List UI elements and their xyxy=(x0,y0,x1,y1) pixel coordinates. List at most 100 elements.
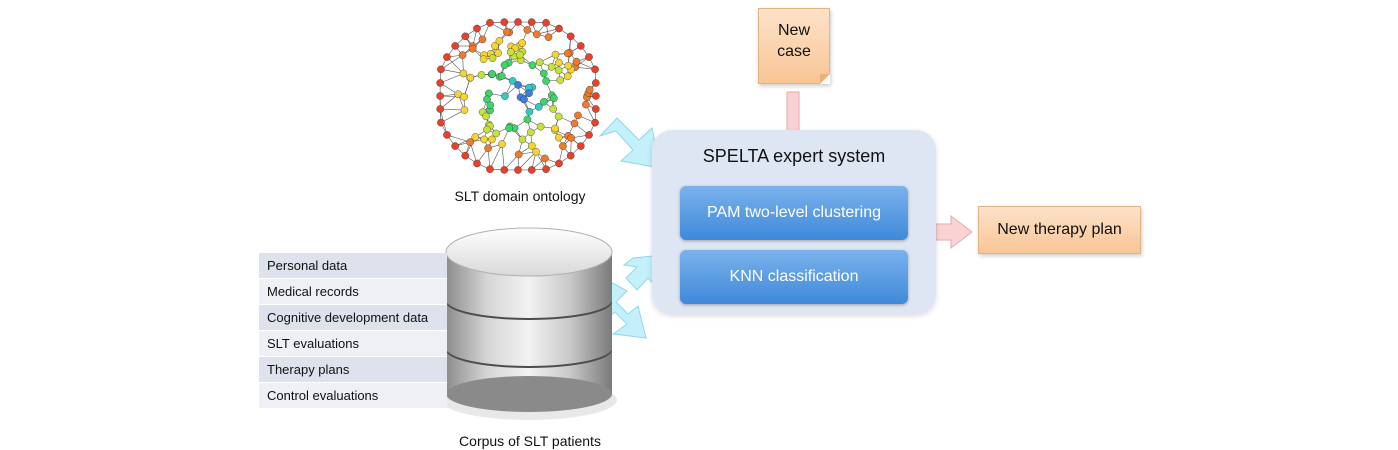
ontology-node xyxy=(523,26,532,34)
ontology-node xyxy=(567,134,576,142)
ontology-node xyxy=(514,166,522,174)
ontology-node xyxy=(585,131,593,139)
ontology-node xyxy=(554,112,563,121)
record-cognitive-development: Cognitive development data xyxy=(259,305,447,331)
new-case-note: New case xyxy=(758,8,830,84)
ontology-node xyxy=(563,49,572,58)
ontology-node xyxy=(459,69,468,78)
network-graph-icon xyxy=(436,18,600,174)
pam-clustering-module: PAM two-level clustering xyxy=(680,186,908,240)
record-medical-records: Medical records xyxy=(259,279,447,305)
ontology-node xyxy=(554,66,563,75)
ontology-node xyxy=(525,107,534,116)
ontology-node xyxy=(555,24,563,33)
ontology-node xyxy=(466,138,474,146)
ontology-node xyxy=(436,92,444,100)
ontology-node xyxy=(518,135,527,144)
ontology-node xyxy=(503,28,511,36)
ontology-node xyxy=(527,166,536,174)
ontology-node xyxy=(566,151,575,160)
ontology-node xyxy=(574,111,582,120)
ontology-node xyxy=(566,32,575,41)
ontology-node xyxy=(542,18,550,27)
ontology-node xyxy=(528,61,537,69)
ontology-node xyxy=(483,125,491,134)
new-therapy-plan-box: New therapy plan xyxy=(978,206,1141,254)
ontology-edge xyxy=(489,143,503,170)
corpus-record-list: Personal data Medical records Cognitive … xyxy=(259,253,447,409)
ontology-node xyxy=(460,93,468,101)
record-personal-data: Personal data xyxy=(259,253,447,279)
ontology-node xyxy=(525,89,533,98)
ontology-edge xyxy=(440,54,463,70)
new-case-line1: New xyxy=(777,22,810,39)
ontology-node xyxy=(563,72,572,81)
ontology-node xyxy=(451,42,459,50)
ontology-node xyxy=(488,54,497,62)
ontology-node xyxy=(443,53,451,61)
ontology-node xyxy=(592,105,600,113)
ontology-node xyxy=(534,103,543,111)
ontology-node xyxy=(486,101,495,109)
ontology-edge xyxy=(446,56,464,74)
ontology-node xyxy=(473,24,481,33)
ontology-node xyxy=(500,166,509,174)
ontology-node xyxy=(540,98,548,106)
ontology-node xyxy=(497,72,506,80)
ontology-edge xyxy=(440,73,464,84)
database-cylinder-icon xyxy=(441,227,617,420)
ontology-node xyxy=(516,50,524,59)
ontology-node xyxy=(501,92,509,100)
ontology-node xyxy=(536,122,545,131)
ontology-node xyxy=(551,124,559,133)
ontology-edge xyxy=(440,108,465,111)
ontology-node xyxy=(518,39,527,47)
ontology-node xyxy=(461,151,470,160)
ontology-node xyxy=(477,71,486,79)
ontology-edge xyxy=(440,109,465,123)
ontology-node xyxy=(480,135,488,144)
ontology-node xyxy=(585,53,593,61)
ontology-node xyxy=(555,159,563,168)
ontology-node xyxy=(559,142,567,150)
new-case-line2: case xyxy=(777,43,811,60)
ontology-node xyxy=(436,79,444,87)
ontology-node xyxy=(556,76,565,84)
ontology-node xyxy=(479,55,488,63)
ontology-node xyxy=(483,95,491,104)
ontology-node xyxy=(532,30,541,39)
ontology-edge xyxy=(446,134,471,143)
ontology-node xyxy=(555,58,563,67)
ontology-node xyxy=(526,128,535,137)
ontology-node xyxy=(437,65,445,74)
ontology-edge xyxy=(501,144,505,170)
ontology-edge xyxy=(517,151,537,171)
ontology-node xyxy=(437,118,445,127)
ontology-node xyxy=(505,124,513,132)
ontology-node xyxy=(592,79,600,87)
ontology-node xyxy=(461,32,470,41)
ontology-node xyxy=(535,58,544,67)
record-control-evaluations: Control evaluations xyxy=(259,383,447,409)
ontology-node xyxy=(532,147,540,156)
ontology-node xyxy=(528,141,536,150)
ontology-node xyxy=(466,73,475,82)
ontology-node xyxy=(471,133,480,141)
ontology-node xyxy=(549,105,558,113)
ontology-node xyxy=(488,70,497,78)
ontology-node xyxy=(520,95,528,104)
ontology-node xyxy=(582,100,590,109)
ontology-node xyxy=(577,142,585,150)
ontology-node xyxy=(460,106,469,114)
ontology-node xyxy=(551,50,560,59)
ontology-node xyxy=(591,65,599,74)
ontology-node xyxy=(544,33,553,41)
ontology-node xyxy=(486,165,494,174)
ontology-node xyxy=(564,61,573,70)
ontology-node xyxy=(443,131,451,139)
ontology-node xyxy=(540,69,548,78)
ontology-node xyxy=(572,57,581,66)
ontology-node xyxy=(498,140,506,148)
ontology-node xyxy=(491,42,499,50)
